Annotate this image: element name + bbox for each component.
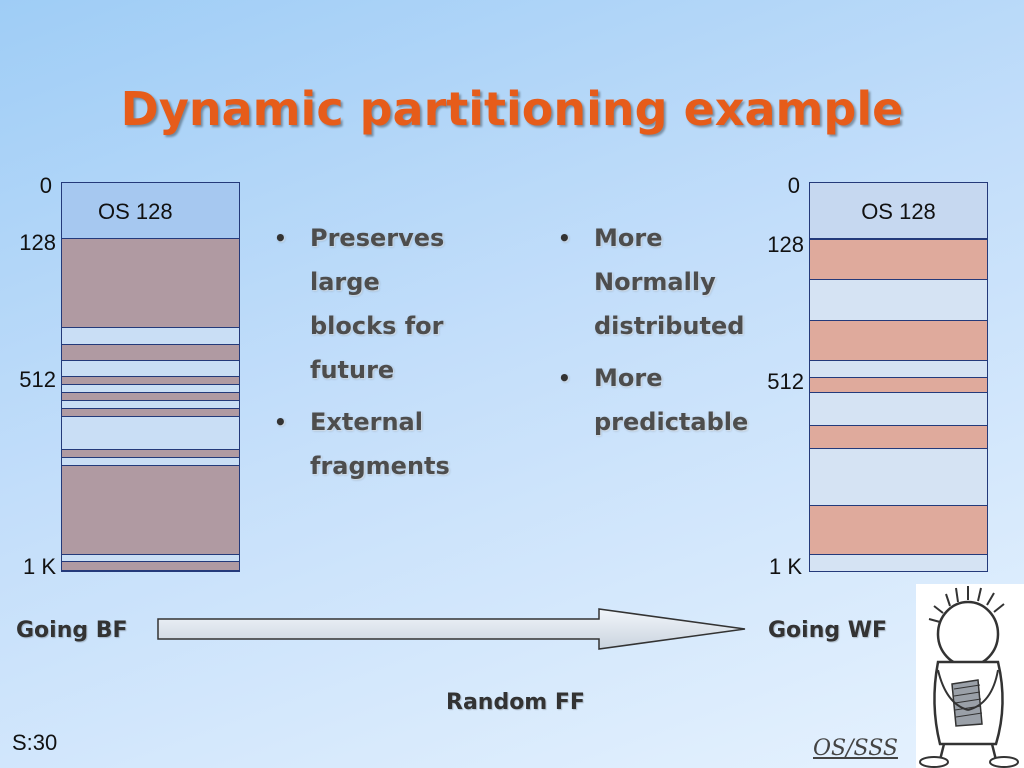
right-block (810, 377, 987, 393)
left-addr-0: 0 (39, 173, 52, 198)
left-block (62, 238, 239, 328)
random-ff-label: Random FF (446, 690, 585, 715)
right-addr-512: 512 (767, 369, 804, 394)
slide-title: Dynamic partitioning example (120, 82, 904, 136)
left-os-block: OS 128 (62, 183, 239, 239)
left-bullet-list: Preserves large blocks for future Extern… (272, 216, 472, 496)
left-memory-map: OS 128 (61, 182, 240, 572)
bullet-item: External fragments (272, 400, 472, 488)
direction-arrow-icon (157, 608, 746, 650)
right-os-label: OS 128 (861, 199, 936, 224)
going-bf-label: Going BF (16, 618, 128, 643)
left-block (62, 392, 239, 401)
left-addr-128: 128 (19, 230, 56, 255)
left-block (62, 344, 239, 361)
right-memory-map: OS 128 (809, 182, 988, 572)
right-addr-128: 128 (767, 232, 804, 257)
bullet-item: More predictable (556, 356, 766, 444)
cartoon-figure-icon (916, 584, 1024, 768)
left-os-label: OS 128 (98, 199, 173, 224)
right-block (810, 239, 987, 280)
right-block (810, 320, 987, 361)
footer-brand: OS/SSS (813, 736, 898, 761)
going-wf-label: Going WF (768, 618, 888, 643)
bullet-item: More Normally distributed (556, 216, 766, 348)
right-addr-1k: 1 K (768, 554, 802, 579)
left-addr-512: 512 (19, 367, 56, 392)
right-bullet-list: More Normally distributed More predictab… (556, 216, 766, 452)
right-block (810, 425, 987, 449)
left-block (62, 408, 239, 417)
right-addr-0: 0 (787, 173, 800, 198)
slide-number: S:30 (12, 730, 58, 755)
right-os-block: OS 128 (810, 183, 987, 239)
left-block (62, 465, 239, 555)
left-block (62, 449, 239, 458)
left-block (62, 376, 239, 385)
bullet-item: Preserves large blocks for future (272, 216, 472, 392)
right-block (810, 505, 987, 555)
left-addr-1k: 1 K (22, 554, 56, 579)
left-block (62, 561, 239, 571)
